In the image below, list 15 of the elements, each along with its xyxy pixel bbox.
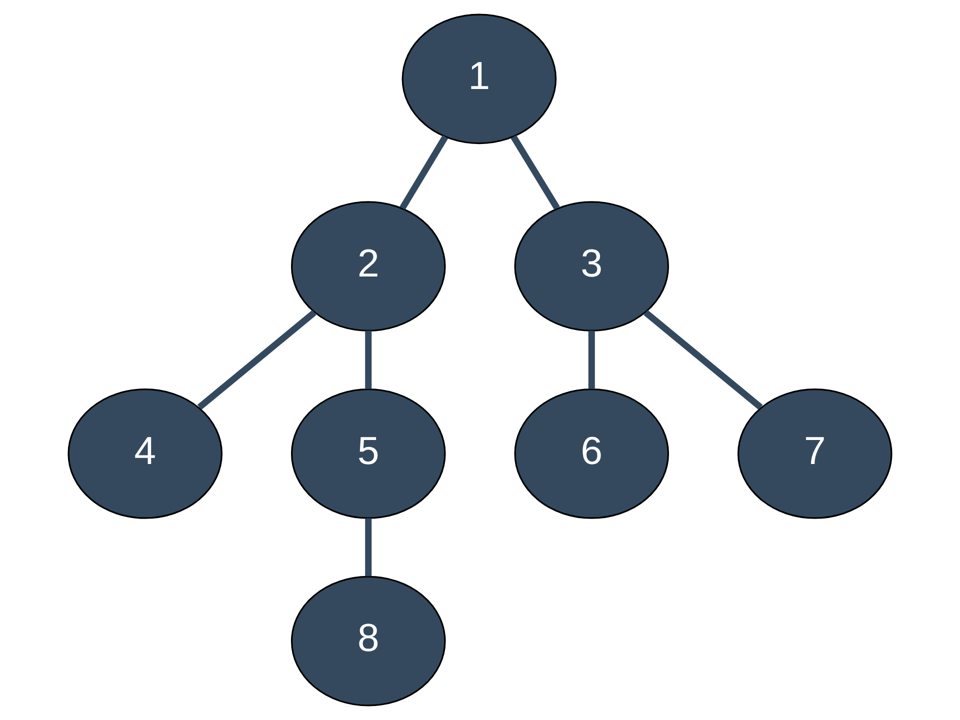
- connector: [588, 330, 595, 389]
- node-ellipse: 2: [290, 201, 446, 332]
- node-ellipse: 4: [68, 388, 223, 519]
- connector: [644, 310, 763, 410]
- connector: [197, 310, 316, 410]
- connector: [510, 135, 560, 210]
- node-ellipse: 8: [290, 576, 446, 706]
- connector: [365, 518, 372, 576]
- node-ellipse: 6: [514, 388, 670, 519]
- node-ellipse: 5: [290, 388, 446, 519]
- connector: [365, 330, 372, 389]
- node-ellipse: 3: [514, 201, 670, 332]
- node-ellipse: 1: [402, 14, 557, 144]
- connector: [400, 135, 448, 210]
- node-ellipse: 7: [737, 388, 892, 519]
